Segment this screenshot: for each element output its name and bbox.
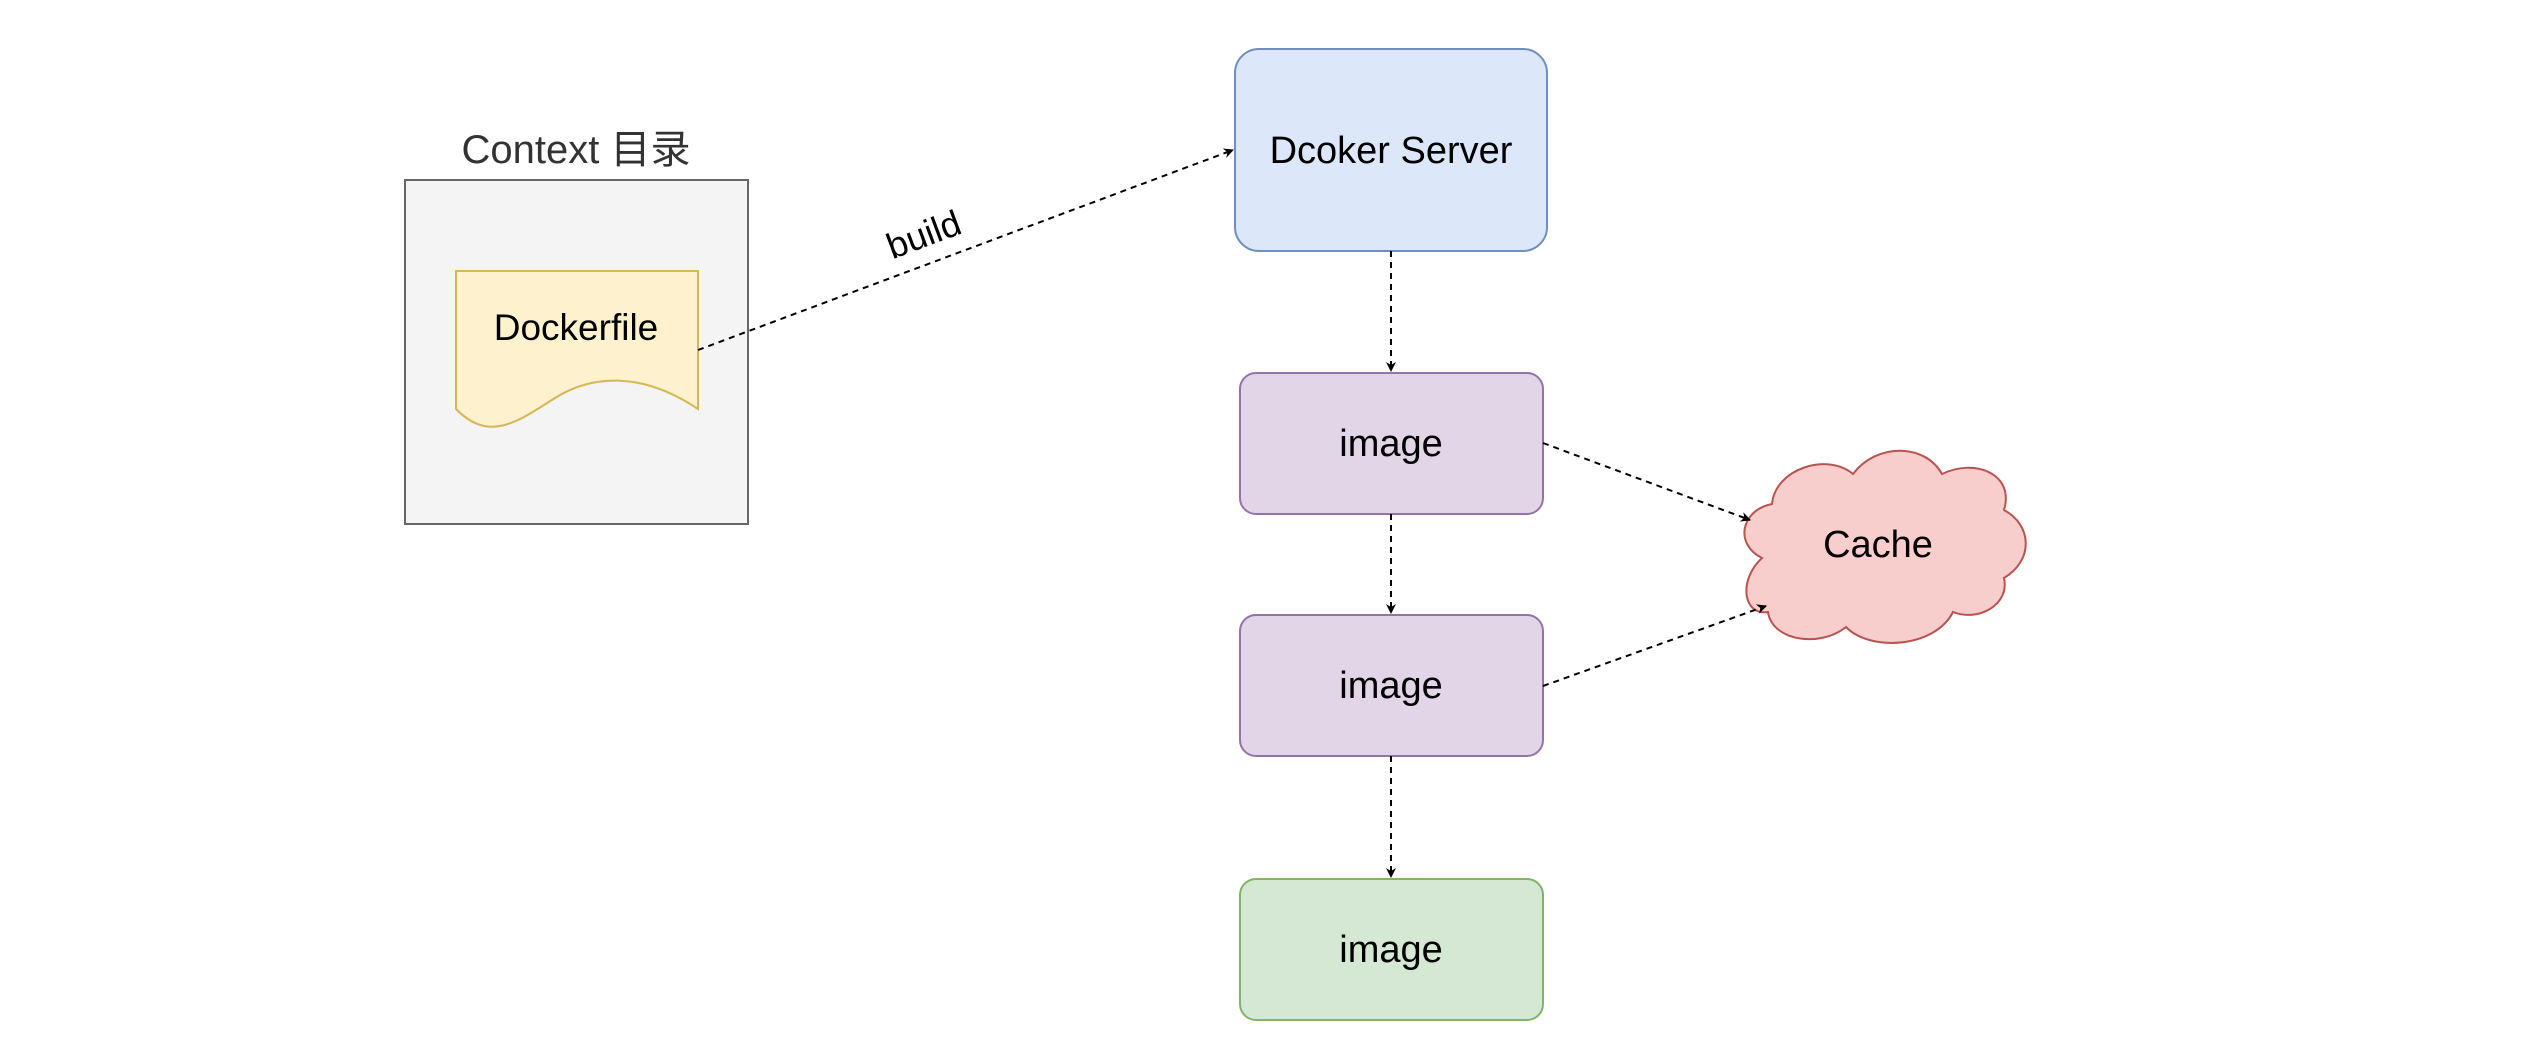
build-edge-label: build <box>881 202 967 267</box>
image-node[interactable]: image <box>1239 372 1544 515</box>
server-node[interactable]: Dcoker Server <box>1234 48 1548 252</box>
image-label-3: image <box>1339 929 1443 971</box>
edges: build <box>697 148 1767 878</box>
cache-label: Cache <box>1823 524 1933 566</box>
dockerfile-document-shape[interactable] <box>455 270 699 428</box>
dockerfile-node[interactable]: Dockerfile <box>455 270 699 428</box>
image-label-1: image <box>1339 423 1443 465</box>
image-box-3[interactable] <box>1239 878 1544 1021</box>
image-node[interactable]: image <box>1239 878 1544 1021</box>
image-to-cache-edge[interactable] <box>1542 442 1751 522</box>
server-label: Dcoker Server <box>1270 130 1513 172</box>
cache-node[interactable]: Cache <box>1743 449 2027 644</box>
build-edge[interactable] <box>697 148 1234 351</box>
image-label-2: image <box>1339 665 1443 707</box>
dockerfile-label: Dockerfile <box>494 307 659 348</box>
image-to-cache-edge[interactable] <box>1542 604 1767 687</box>
image-node[interactable]: image <box>1239 614 1544 757</box>
context-title: Context 目录 <box>462 128 691 172</box>
cache-cloud-shape[interactable] <box>1743 449 2027 644</box>
